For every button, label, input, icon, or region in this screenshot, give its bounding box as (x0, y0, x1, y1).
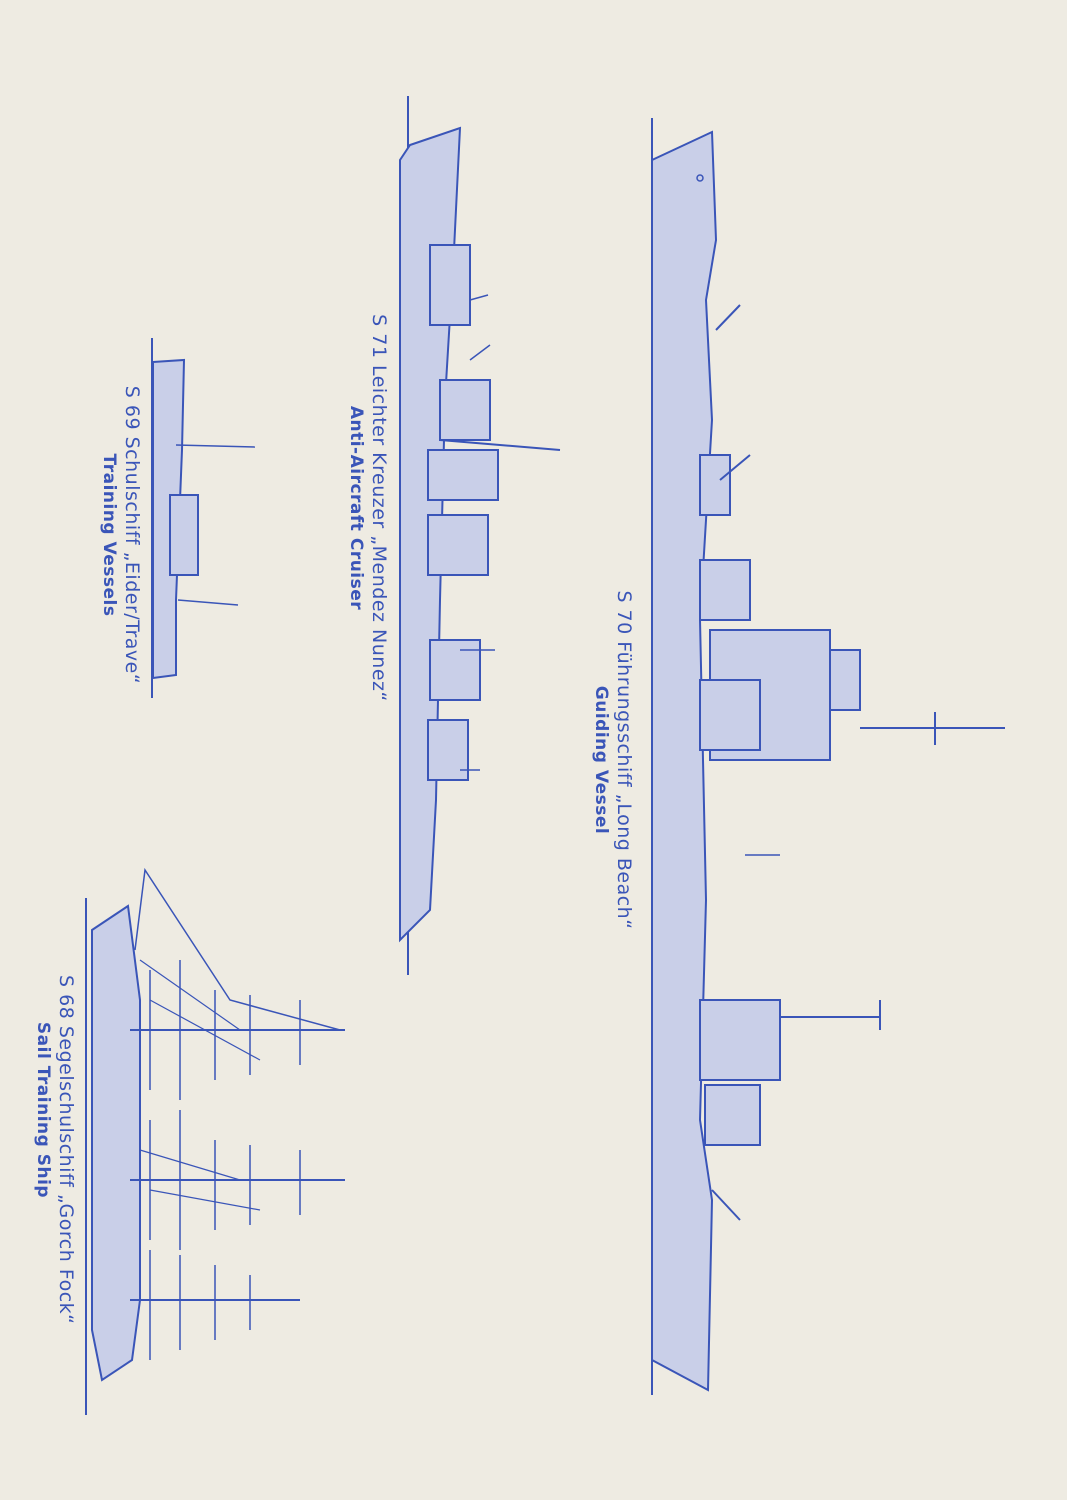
s71-title-en: Anti-Aircraft Cruiser (346, 405, 366, 611)
s71-mendez-nunez-illustration (399, 96, 561, 975)
s68-title-de: S 68 Segelschulschiff „Gorch Fock“ (55, 975, 77, 1325)
s71-title-de: S 71 Leichter Kreuzer „Mendez Nunez“ (368, 314, 390, 702)
s70-caption: S 70 Führungsschiff „Long Beach“ Guiding… (591, 590, 635, 930)
s69-title-en: Training Vessels (99, 453, 119, 617)
s68-gorch-fock-illustration (85, 867, 345, 1415)
s68-title-en: Sail Training Ship (33, 1021, 53, 1199)
s69-title-de: S 69 Schulschiff „Eider/Trave“ (121, 385, 143, 685)
s69-eider-trave-illustration (151, 338, 256, 698)
s70-title-en: Guiding Vessel (591, 685, 611, 835)
s71-caption: S 71 Leichter Kreuzer „Mendez Nunez“ Ant… (346, 298, 390, 718)
s69-caption: S 69 Schulschiff „Eider/Trave“ Training … (99, 365, 143, 705)
s70-long-beach-illustration (651, 118, 1005, 1395)
s70-title-de: S 70 Führungsschiff „Long Beach“ (613, 590, 635, 930)
s68-caption: S 68 Segelschulschiff „Gorch Fock“ Sail … (33, 975, 77, 1325)
